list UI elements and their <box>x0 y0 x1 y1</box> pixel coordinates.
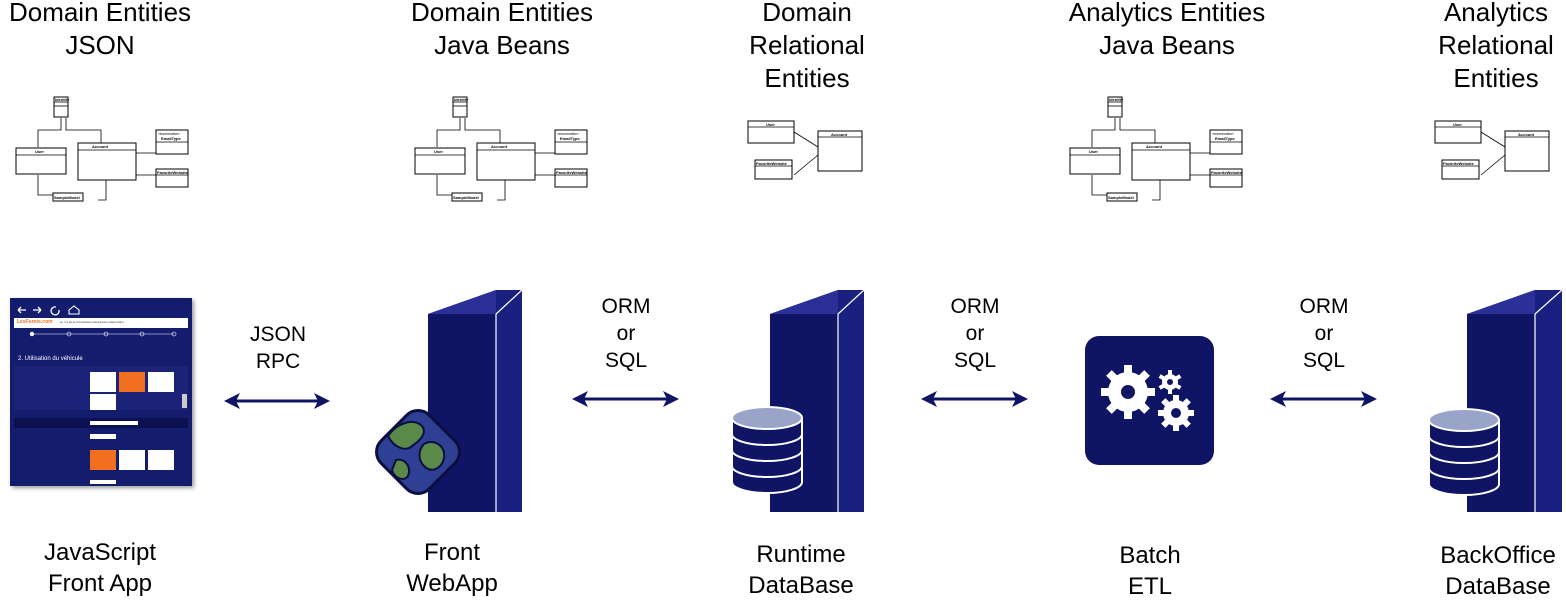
caption-batch-etl: Batch ETL <box>1119 542 1181 600</box>
connector-label-json-rpc: JSON RPC <box>249 323 306 373</box>
svg-text:«enumeration»: «enumeration» <box>158 132 180 136</box>
connector-label-orm-sql: ORM or SQL <box>950 295 1000 372</box>
uml-diagram-java-beans: Identity User Account «enumeration» Emai… <box>414 96 588 202</box>
site-header: LesFurets.com Le n°1 de la comparaison d… <box>14 318 188 328</box>
site-logo: LesFurets.com <box>17 319 53 325</box>
svg-text:«enumeration»: «enumeration» <box>557 132 579 136</box>
svg-text:Account: Account <box>92 144 109 149</box>
browser-window: LesFurets.com Le n°1 de la comparaison d… <box>10 298 192 486</box>
uml-diagram-json: Identity User Account «enumeration» Emai… <box>15 96 189 202</box>
connector-label-orm-sql: ORM or SQL <box>601 295 651 372</box>
caption-runtime-database: Runtime DataBase <box>748 541 854 599</box>
navigation-icons <box>17 305 80 316</box>
svg-text:FavoriteWebsite: FavoriteWebsite <box>1443 161 1475 166</box>
svg-text:Identity: Identity <box>454 97 469 102</box>
double-arrow <box>1270 391 1377 407</box>
progress-steps <box>29 331 177 337</box>
svg-text:FavoriteWebsite: FavoriteWebsite <box>157 170 189 175</box>
uml-diagram-analytics-relational: User Account FavoriteWebsite <box>1434 120 1550 180</box>
server-icon <box>770 289 865 512</box>
svg-text:FavoriteWebsite: FavoriteWebsite <box>756 161 788 166</box>
double-arrow <box>572 391 679 407</box>
site-tagline: Le n°1 de la comparaison d'assurance ind… <box>60 320 124 324</box>
svg-text:Account: Account <box>1518 132 1535 137</box>
svg-text:Identity: Identity <box>55 97 70 102</box>
database-icon <box>731 406 803 494</box>
title-analytics-relational: Analytics Relational Entities <box>1438 0 1554 93</box>
title-domain-relational: Domain Relational Entities <box>749 0 865 93</box>
page-section-title: 2. Utilisation du véhicule <box>18 356 83 362</box>
svg-text:EmailType: EmailType <box>161 136 181 141</box>
svg-text:FavoriteWebsite: FavoriteWebsite <box>556 170 588 175</box>
caption-front-webapp: Front WebApp <box>406 539 498 597</box>
database-icon <box>1428 408 1500 496</box>
title-analytics-java-beans: Analytics Entities Java Beans <box>1068 0 1266 60</box>
svg-text:SampleModel: SampleModel <box>54 195 80 200</box>
double-arrow <box>224 393 330 409</box>
svg-text:EmailType: EmailType <box>1215 136 1235 141</box>
title-java-beans: Domain Entities Java Beans <box>410 0 594 60</box>
svg-text:SampleModel: SampleModel <box>453 195 479 200</box>
svg-text:«enumeration»: «enumeration» <box>1212 132 1234 136</box>
svg-text:Account: Account <box>831 132 848 137</box>
svg-text:User: User <box>1453 122 1462 127</box>
svg-text:User: User <box>766 122 775 127</box>
caption-backoffice-database: BackOffice DataBase <box>1440 542 1556 600</box>
caption-javascript-front-app: JavaScript Front App <box>43 539 157 597</box>
svg-text:FavoriteWebsite: FavoriteWebsite <box>1211 170 1243 175</box>
connector-label-orm-sql: ORM or SQL <box>1299 295 1349 372</box>
svg-text:Account: Account <box>1146 144 1163 149</box>
title-json-entities: Domain Entities JSON <box>8 0 192 60</box>
globe-icon <box>375 409 461 495</box>
gears-icon <box>1085 336 1214 465</box>
svg-text:EmailType: EmailType <box>560 136 580 141</box>
uml-diagram-analytics-java-beans: Identity User Account «enumeration» Emai… <box>1069 96 1243 202</box>
double-arrow <box>921 391 1028 407</box>
svg-text:Account: Account <box>491 144 508 149</box>
uml-diagram-domain-relational: User Account FavoriteWebsite <box>747 120 863 180</box>
svg-text:Identity: Identity <box>1109 97 1124 102</box>
svg-text:User: User <box>35 149 44 154</box>
svg-text:User: User <box>1089 149 1098 154</box>
svg-text:User: User <box>434 149 443 154</box>
svg-text:SampleModel: SampleModel <box>1108 195 1134 200</box>
